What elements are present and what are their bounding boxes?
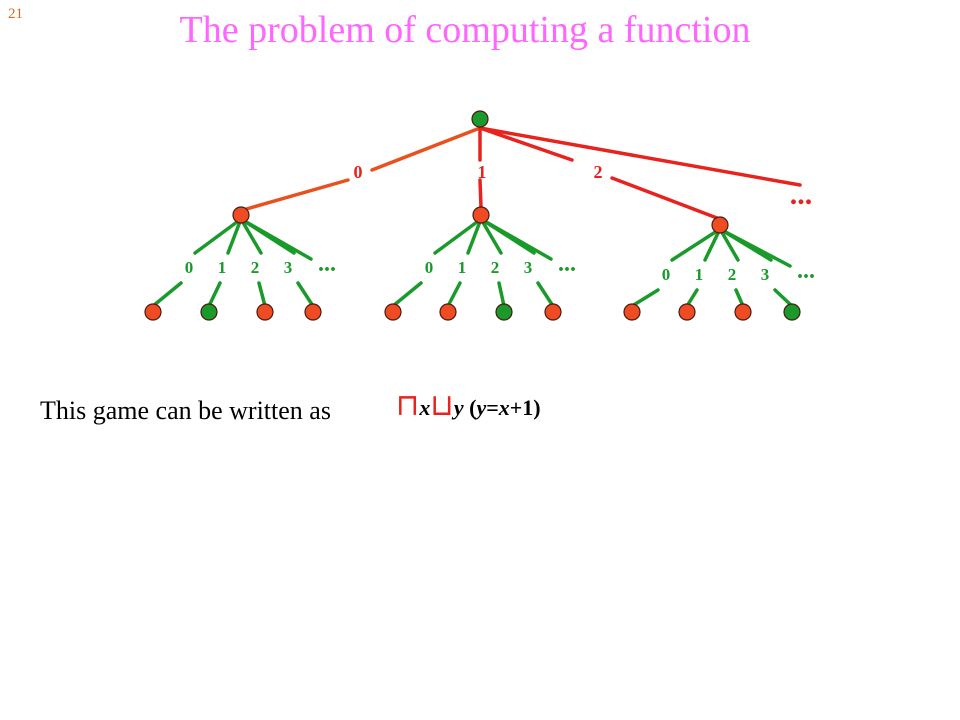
subtree-0-leaf-3 <box>304 303 322 321</box>
top-edge-label-1: 1 <box>478 162 487 182</box>
formula: ⊓x⊔y (y=x+1) <box>396 388 541 423</box>
formula-body-open: ( <box>463 395 477 420</box>
subtree-1-leaf-0 <box>384 303 402 321</box>
subtree-2-edge-1-lower <box>685 288 699 308</box>
top-edge-2-seg-0 <box>478 126 574 162</box>
top-edge-2-seg-1 <box>610 176 719 220</box>
top-ellipsis: ... <box>790 178 813 211</box>
top-edge-0-seg-0 <box>370 126 482 172</box>
subtree-0-ellipsis: ... <box>318 251 336 277</box>
top-edge-label-0: 0 <box>354 162 363 182</box>
subtree-1-hub-node <box>472 206 490 224</box>
subtree-0-edge-3-lower <box>296 281 315 308</box>
subtree-1-edge-label-2: 2 <box>491 258 500 277</box>
subtree-0-leaf-2 <box>256 303 274 321</box>
slide-title: The problem of computing a function <box>179 9 751 51</box>
subtree-0-leaf-1 <box>200 303 218 321</box>
top-edge-1-seg-1 <box>478 178 483 209</box>
formula-var-1: x <box>419 395 431 420</box>
subtree-2-edge-3-lower <box>773 288 794 308</box>
subtree-0-leaf-0 <box>144 303 162 321</box>
choice-op-2: ⊔ <box>430 388 454 423</box>
top-edge-0-seg-1 <box>241 178 350 212</box>
subtree-1-edge-1-upper <box>466 217 483 255</box>
subtree-1-ellipsis: ... <box>558 251 576 277</box>
subtree-0-edge-label-2: 2 <box>251 258 260 277</box>
formula-body-rest: +1) <box>509 395 541 420</box>
subtree-1-edge-1-lower <box>446 281 462 308</box>
subtree-2-leaf-3 <box>783 303 801 321</box>
subtree-2-edge-label-0: 0 <box>662 265 671 284</box>
subtree-2-edge-label-1: 1 <box>695 265 704 284</box>
subtree-0-edge-1-upper <box>226 217 243 255</box>
subtree-0-edge-2-lower <box>257 281 267 308</box>
subtree-0-edge-0-upper <box>193 217 243 255</box>
formula-var-2: y <box>453 395 464 420</box>
subtree-2-edge-1-upper <box>703 227 722 262</box>
subtree-2-edge-label-2: 2 <box>728 265 737 284</box>
subtree-1-edge-label-1: 1 <box>458 258 467 277</box>
formula-body-eq: = <box>486 395 499 420</box>
formula-body-y: y <box>476 395 487 420</box>
subtree-1-edge-ellipsis <box>479 217 553 261</box>
subtree-1-edge-0-lower <box>391 281 423 308</box>
subtree-2-edge-0-lower <box>630 288 660 308</box>
subtree-0-edge-2-upper <box>239 217 263 255</box>
subtree-1-edge-3-lower <box>536 281 555 308</box>
subtree-2-edge-0-upper <box>670 227 722 262</box>
subtree-2-edge-ellipsis <box>718 227 792 268</box>
subtree-0-edge-1-lower <box>207 281 222 308</box>
subtree-1-edge-0-upper <box>433 217 483 255</box>
subtree-1-leaf-3 <box>544 303 562 321</box>
subtree-0-edge-label-3: 3 <box>284 258 293 277</box>
subtree-2-leaf-0 <box>623 303 641 321</box>
subtree-1-leaf-2 <box>495 303 513 321</box>
caption-text: This game can be written as <box>40 396 331 425</box>
subtree-1-edge-2-upper <box>479 217 503 255</box>
subtree-2-leaf-1 <box>678 303 696 321</box>
subtree-0-edge-label-0: 0 <box>185 258 194 277</box>
subtree-2-leaf-2 <box>734 303 752 321</box>
subtree-2-edge-2-upper <box>718 227 740 262</box>
root-node <box>471 110 489 128</box>
subtree-0-hub-node <box>232 206 250 224</box>
subtree-0-edge-ellipsis <box>239 217 313 261</box>
subtree-2-hub-node <box>711 216 729 234</box>
subtree-2-edge-2-lower <box>734 288 745 308</box>
choice-op-1: ⊓ <box>396 388 420 423</box>
slide-number: 21 <box>8 6 23 22</box>
subtree-1-leaf-1 <box>439 303 457 321</box>
subtree-2-edge-label-3: 3 <box>761 265 770 284</box>
top-edge-label-2: 2 <box>594 162 603 182</box>
formula-body-x: x <box>498 395 510 420</box>
subtree-0-edge-label-1: 1 <box>218 258 227 277</box>
top-edge-ellipsis <box>478 126 802 187</box>
subtree-1-edge-label-0: 0 <box>425 258 434 277</box>
subtree-0-edge-0-lower <box>151 281 183 308</box>
subtree-2-ellipsis: ... <box>797 258 815 284</box>
subtree-1-edge-2-lower <box>497 281 506 308</box>
subtree-1-edge-label-3: 3 <box>524 258 533 277</box>
